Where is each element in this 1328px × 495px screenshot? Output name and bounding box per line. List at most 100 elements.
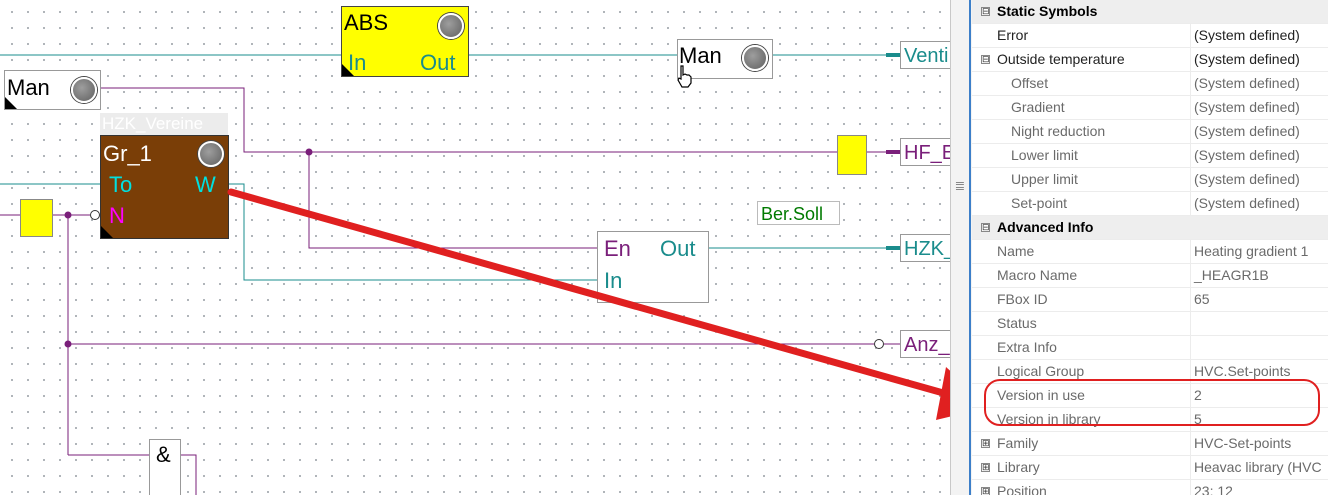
expand-plus-icon[interactable]: ⊞ — [981, 462, 990, 472]
abs-block[interactable]: ABS In Out — [341, 6, 469, 77]
column-separator — [1190, 144, 1191, 168]
property-value[interactable]: (System defined) — [1194, 195, 1300, 211]
property-value[interactable]: (System defined) — [1194, 123, 1300, 139]
property-row[interactable]: ⊞ Family HVC-Set-points — [972, 432, 1328, 456]
property-row[interactable]: Lower limit (System defined) — [972, 144, 1328, 168]
man-top-label: Man — [679, 43, 722, 68]
property-row[interactable]: Error (System defined) — [972, 24, 1328, 48]
property-value[interactable]: (System defined) — [1194, 75, 1300, 91]
property-row[interactable]: Gradient(System defined) — [972, 96, 1328, 120]
ber-soll-label[interactable]: Ber.Soll — [757, 201, 840, 225]
property-row[interactable]: Night reduction(System defined) — [972, 120, 1328, 144]
man-left-block[interactable]: Man — [4, 70, 101, 110]
property-value[interactable]: (System defined) — [1194, 99, 1300, 115]
abs-title: ABS — [344, 10, 389, 35]
and-gate[interactable]: & — [149, 439, 181, 495]
property-name: Offset — [1011, 75, 1049, 91]
property-row[interactable]: Status — [972, 312, 1328, 336]
column-separator — [1190, 264, 1191, 288]
abs-out-label: Out — [420, 50, 456, 75]
column-separator — [1190, 120, 1191, 144]
hzk-header: HZK_Vereine — [100, 113, 228, 135]
property-name: Error — [997, 27, 1029, 43]
property-row[interactable]: Offset (System defined) — [972, 72, 1328, 96]
man-top-block[interactable]: Man — [677, 39, 773, 79]
property-value[interactable]: 23; 12 — [1194, 483, 1233, 495]
property-row[interactable]: ⊟Outside temperature(System defined) — [972, 48, 1328, 72]
property-category[interactable]: ⊟ Static Symbols — [972, 0, 1328, 24]
expand-minus-icon[interactable]: ⊟ — [981, 6, 990, 16]
hzk-n-label: N — [109, 203, 125, 228]
wiring-layer — [0, 53, 900, 495]
column-separator — [1190, 432, 1191, 456]
expand-minus-icon[interactable]: ⊟ — [981, 222, 990, 232]
port-hf[interactable]: HF_E — [900, 138, 950, 166]
property-row[interactable]: ⊞ Position 23; 12 — [972, 480, 1328, 495]
property-row[interactable]: Set-point (System defined) — [972, 192, 1328, 216]
property-value[interactable]: (System defined) — [1194, 51, 1300, 67]
expand-plus-icon[interactable]: ⊞ — [981, 486, 990, 495]
property-row[interactable]: Macro Name_HEAGR1B — [972, 264, 1328, 288]
property-name: Extra Info — [997, 339, 1057, 355]
property-row[interactable]: Upper limit(System defined) — [972, 168, 1328, 192]
yellow-constant-left[interactable] — [20, 199, 53, 237]
column-separator — [1190, 312, 1191, 336]
yellow-constant-right[interactable] — [837, 135, 867, 175]
property-value[interactable]: _HEAGR1B — [1194, 267, 1269, 283]
property-value[interactable]: Heating gradient 1 — [1194, 243, 1309, 259]
property-value[interactable]: 2 — [1194, 387, 1202, 403]
column-separator — [1190, 288, 1191, 312]
property-name: Position — [997, 483, 1047, 495]
wire-man-hf — [100, 87, 838, 153]
port-hzk[interactable]: HZK_ — [900, 234, 950, 262]
wire-and-output — [180, 454, 197, 495]
property-value[interactable]: (System defined) — [1194, 27, 1300, 43]
property-name: Lower limit — [1011, 147, 1078, 163]
junction-dot — [64, 340, 72, 348]
fupla-canvas[interactable]: ABS In Out Man Man HZK_Vereine Gr_1 To W… — [0, 0, 950, 495]
property-value[interactable]: HVC.Set-points — [1194, 363, 1291, 379]
property-value[interactable]: Heavac library (HVC — [1194, 459, 1322, 475]
port-venti[interactable]: Venti — [900, 41, 950, 69]
hzk-to-label: To — [109, 172, 133, 197]
property-value[interactable]: (System defined) — [1194, 147, 1300, 163]
property-name: Logical Group — [997, 363, 1085, 379]
property-value[interactable]: 5 — [1194, 411, 1202, 427]
column-separator — [1190, 48, 1191, 72]
column-separator — [1190, 96, 1191, 120]
panel-splitter[interactable]: ══ — [950, 0, 973, 495]
column-separator — [1190, 408, 1191, 432]
column-separator — [1190, 168, 1191, 192]
expand-plus-icon[interactable]: ⊞ — [981, 438, 990, 448]
property-value[interactable]: 65 — [1194, 291, 1210, 307]
property-value[interactable]: HVC-Set-points — [1194, 435, 1292, 451]
expand-minus-icon[interactable]: ⊟ — [981, 54, 990, 64]
property-row[interactable]: Extra Info — [972, 336, 1328, 360]
property-name: Version in use — [997, 387, 1085, 403]
property-row[interactable]: Logical Group HVC.Set-points — [972, 360, 1328, 384]
port-anz[interactable]: Anz_ — [900, 330, 950, 358]
en-block[interactable]: En Out In — [597, 231, 709, 303]
port-anz-label: Anz_ — [904, 334, 950, 356]
wire-branch-en — [308, 152, 598, 249]
column-separator — [1190, 336, 1191, 360]
hzk-header-label: HZK_Vereine — [102, 114, 204, 133]
category-label: Static Symbols — [997, 3, 1098, 19]
en-in-label: In — [604, 268, 623, 293]
hand-cursor-icon — [677, 65, 692, 88]
property-name: Set-point — [1011, 195, 1068, 211]
hzk-block[interactable]: Gr_1 To W N — [100, 135, 229, 239]
corner-marker-icon — [342, 64, 354, 76]
led-indicator-icon — [742, 45, 768, 71]
property-row[interactable]: Version in use 2 — [972, 384, 1328, 408]
en-out-label: Out — [660, 236, 696, 261]
property-value[interactable]: (System defined) — [1194, 171, 1300, 187]
property-category[interactable]: ⊟Advanced Info — [972, 216, 1328, 240]
property-name: Family — [997, 435, 1039, 451]
column-separator — [1190, 360, 1191, 384]
